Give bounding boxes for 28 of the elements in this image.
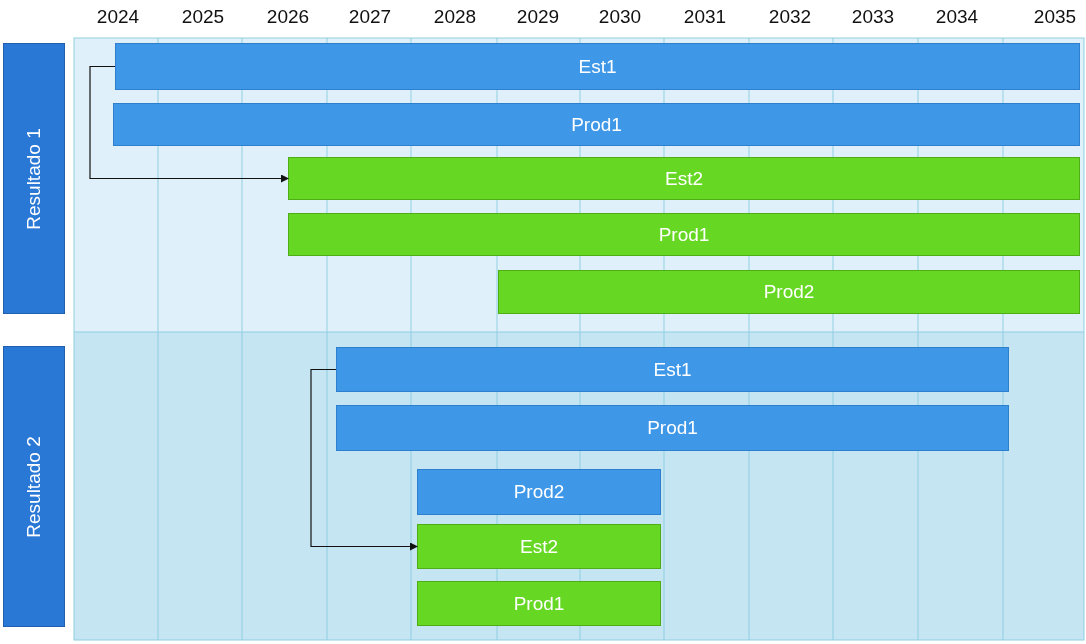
timeline-bar: Prod1 — [113, 103, 1080, 146]
group-label: Resultado 2 — [23, 435, 45, 538]
timeline-bar: Prod2 — [417, 469, 661, 515]
year-label: 2026 — [266, 6, 310, 28]
group-label: Resultado 1 — [23, 127, 45, 230]
timeline-bar: Prod1 — [288, 213, 1080, 256]
group-label-box — [3, 346, 65, 627]
group-label-box — [3, 43, 65, 314]
year-label: 2029 — [516, 6, 560, 28]
year-label: 2025 — [181, 6, 225, 28]
year-label: 2031 — [683, 6, 727, 28]
year-label: 2035 — [1033, 6, 1077, 28]
timeline-bar: Prod2 — [498, 270, 1080, 314]
timeline-bar: Est1 — [115, 43, 1080, 90]
timeline-bar: Prod1 — [417, 581, 661, 626]
year-label: 2030 — [598, 6, 642, 28]
year-label: 2033 — [851, 6, 895, 28]
year-label: 2032 — [768, 6, 812, 28]
year-label: 2024 — [96, 6, 140, 28]
timeline-bar: Est2 — [417, 524, 661, 569]
arrow — [89, 65, 289, 183]
year-label: 2028 — [433, 6, 477, 28]
year-label: 2027 — [348, 6, 392, 28]
arrow — [310, 368, 418, 551]
timeline-bar: Prod1 — [336, 405, 1009, 451]
timeline-bar: Est1 — [336, 347, 1009, 392]
year-label: 2034 — [935, 6, 979, 28]
timeline-bar: Est2 — [288, 157, 1080, 200]
